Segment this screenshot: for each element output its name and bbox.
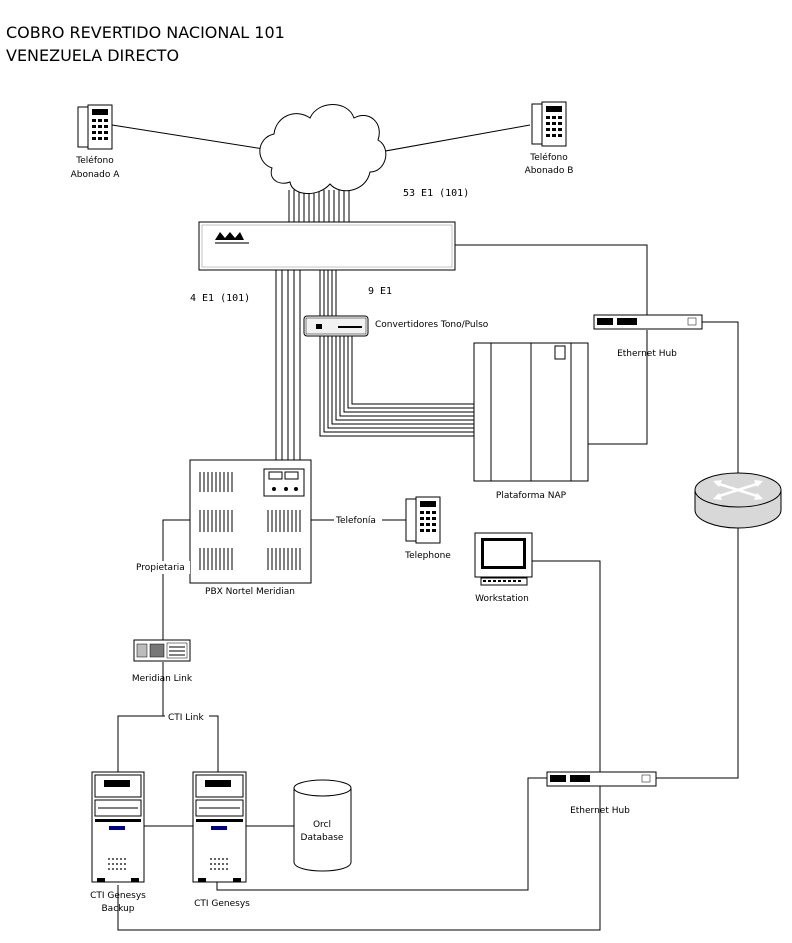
line-nap-hub-top (588, 330, 648, 445)
orcl-label-2: Database (301, 833, 344, 843)
phone-a-label-2: Abonado A (71, 170, 121, 180)
telecom-switch-icon (198, 221, 456, 271)
pbx-label: PBX Nortel Meridian (205, 587, 295, 597)
pbx-icon (189, 459, 312, 584)
network-cloud-icon (259, 104, 387, 194)
workstation-icon (474, 532, 533, 586)
phone-b-label-2: Abonado B (525, 166, 574, 176)
line-ctilink-servers (117, 715, 219, 772)
label-9-e1: 9 E1 (368, 286, 392, 297)
ethernet-hub-top-icon (593, 314, 703, 330)
database-cylinder-icon (293, 779, 352, 872)
cti-link-label: CTI Link (168, 713, 205, 723)
nap-platform-icon (473, 342, 589, 482)
phone-b-label-1: Teléfono (529, 152, 568, 163)
ethernet-hub-top-label: Ethernet Hub (617, 349, 677, 359)
cti-genesys-server-icon (192, 771, 247, 883)
line-genesys-hub-bottom (216, 777, 548, 891)
telephone-icon (405, 496, 441, 544)
label-53-e1: 53 E1 (101) (403, 188, 469, 199)
ethernet-hub-bottom-icon (546, 771, 657, 787)
cti-genesys-label: CTI Genesys (194, 899, 250, 909)
propietaria-label: Propietaria (136, 563, 185, 573)
line-cloud-phone-b (379, 124, 531, 153)
cti-backup-label-1: CTI Genesys (90, 891, 146, 901)
line-bundle-switch-pbx (275, 270, 301, 460)
line-phone-a-cloud (111, 124, 271, 151)
cti-backup-label-2: Backup (102, 904, 135, 914)
workstation-label: Workstation (475, 594, 529, 604)
cti-genesys-backup-server-icon (91, 771, 145, 883)
line-hub-router (700, 321, 739, 478)
line-pbx-meridian (162, 519, 190, 640)
line-switch-hub-top (454, 244, 648, 316)
line-bundle-cloud-switch (288, 190, 350, 222)
diagram-title-line-1: COBRO REVERTIDO NACIONAL 101 (6, 23, 285, 42)
line-router-hub-bottom (656, 528, 739, 779)
line-backup-workstation (117, 560, 601, 931)
meridian-link-label: Meridian Link (132, 674, 193, 684)
phone-a-icon (77, 104, 113, 150)
tone-pulse-converter-icon (303, 315, 369, 337)
phone-b-icon (531, 101, 567, 147)
diagram-title-line-2: VENEZUELA DIRECTO (6, 46, 180, 65)
converters-label: Convertidores Tono/Pulso (375, 320, 489, 330)
phone-a-label-1: Teléfono (75, 155, 114, 166)
nap-label: Plataforma NAP (496, 491, 567, 501)
line-bundle-switch-nap (319, 270, 474, 437)
telephone-label: Telephone (404, 551, 451, 561)
meridian-link-icon (133, 639, 191, 662)
orcl-label-1: Orcl (313, 820, 331, 830)
router-icon (694, 472, 782, 529)
label-4-e1: 4 E1 (101) (190, 293, 250, 304)
telefonia-label: Telefonía (335, 516, 376, 526)
ethernet-hub-bottom-label: Ethernet Hub (570, 806, 630, 816)
